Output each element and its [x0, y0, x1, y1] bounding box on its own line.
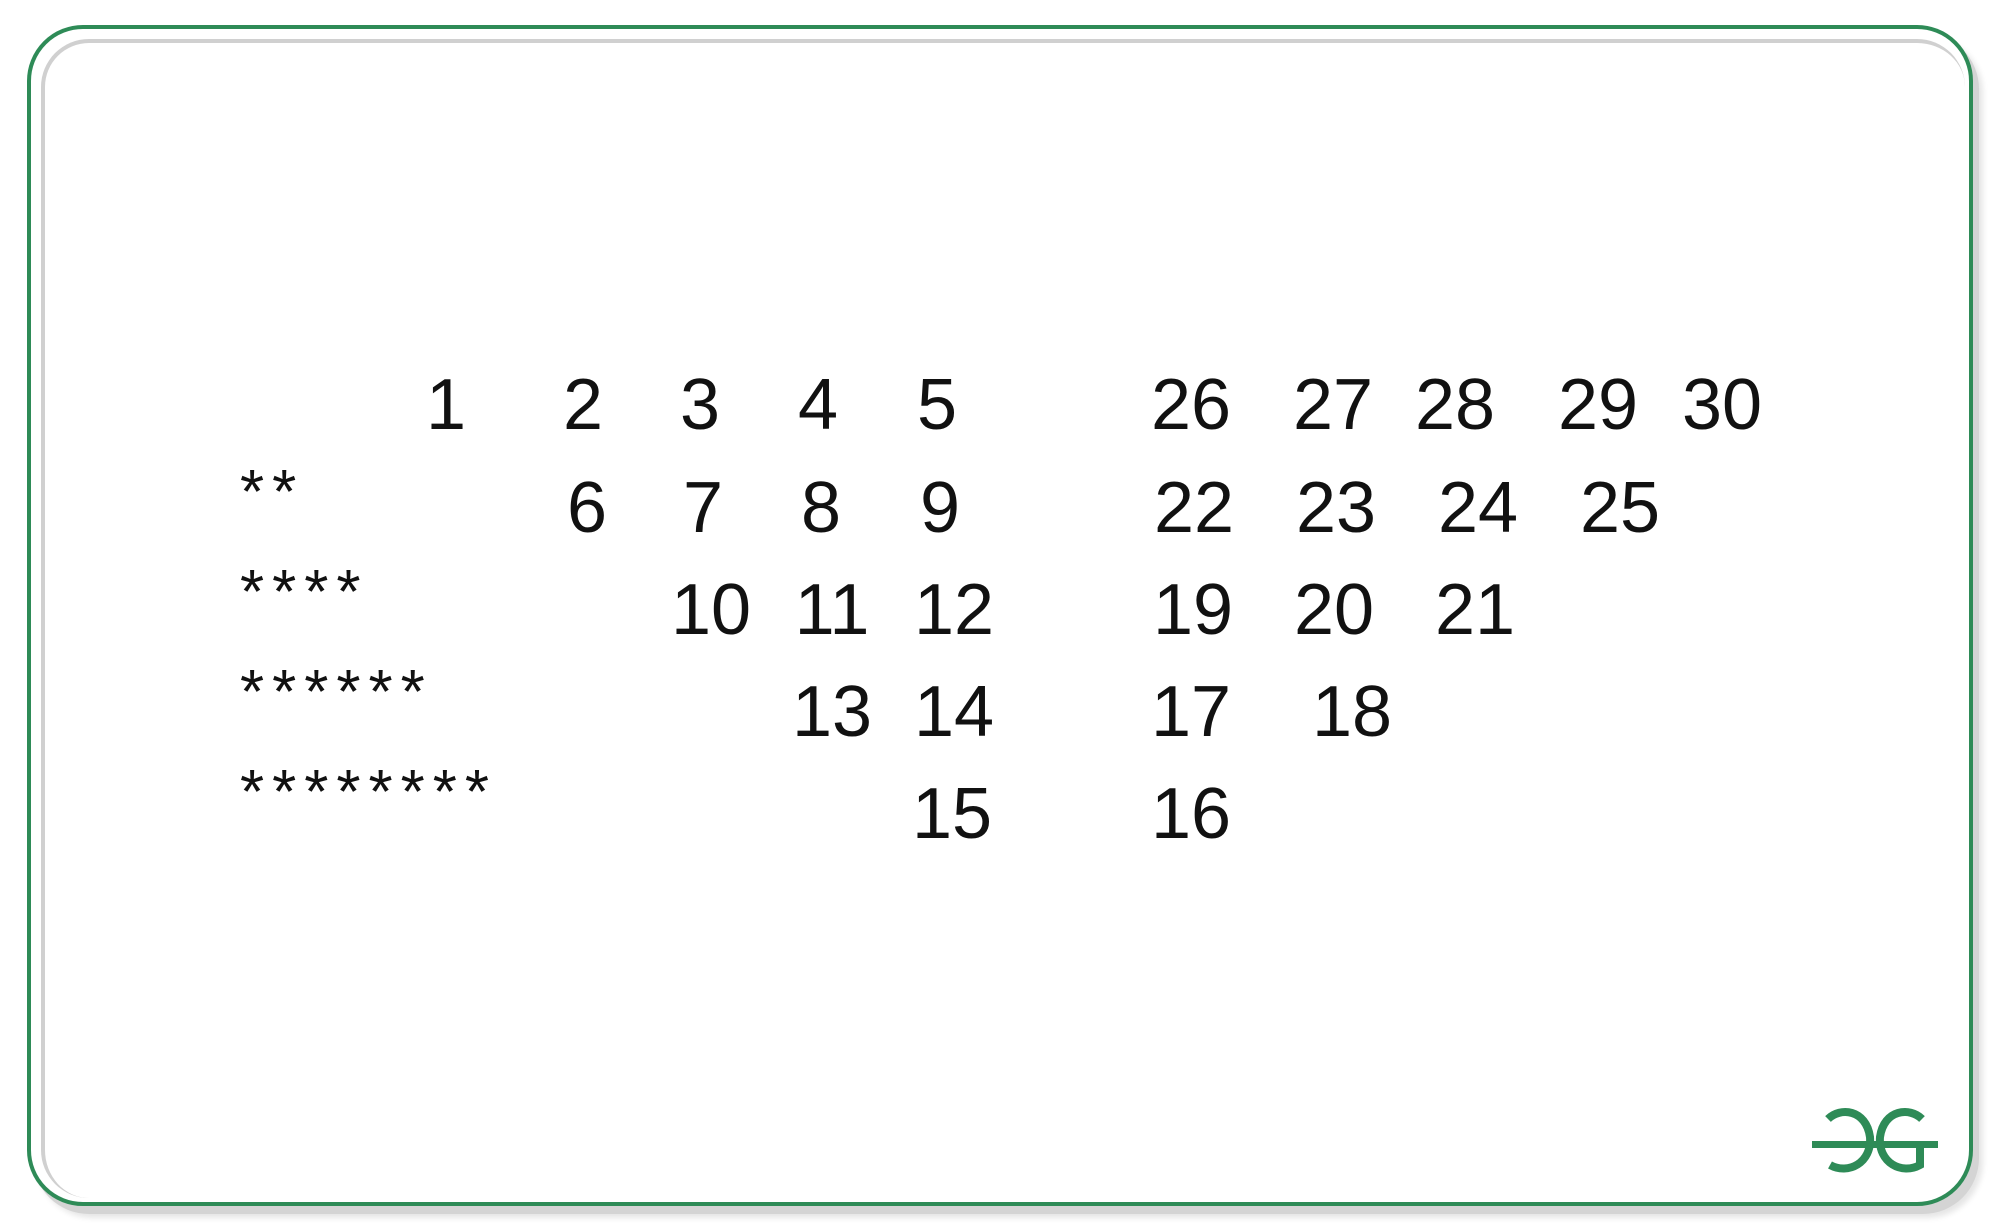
number-cell: 5: [916, 365, 958, 445]
stars-row-2: **: [240, 458, 305, 527]
number-cell: 21: [1434, 570, 1516, 650]
diagram-card: [27, 25, 1973, 1206]
number-cell: 24: [1437, 468, 1519, 548]
number-cell: 13: [791, 672, 873, 752]
number-cell: 10: [670, 570, 752, 650]
number-cell: 25: [1579, 468, 1661, 548]
number-cell: 3: [679, 365, 721, 445]
number-cell: 20: [1293, 570, 1375, 650]
number-cell: 17: [1150, 672, 1232, 752]
number-cell: 1: [425, 365, 467, 445]
number-cell: 4: [797, 365, 839, 445]
number-cell: 7: [682, 468, 724, 548]
number-cell: 11: [794, 570, 870, 650]
number-cell: 27: [1292, 365, 1374, 445]
number-cell: 15: [911, 774, 993, 854]
stars-row-4: ******: [240, 658, 433, 727]
number-cell: 9: [919, 468, 961, 548]
stars-row-5: ********: [240, 758, 498, 827]
number-cell: 29: [1557, 365, 1639, 445]
number-cell: 28: [1414, 365, 1496, 445]
number-cell: 26: [1150, 365, 1232, 445]
number-cell: 19: [1152, 570, 1234, 650]
number-cell: 12: [913, 570, 995, 650]
number-cell: 6: [566, 468, 608, 548]
number-cell: 8: [800, 468, 842, 548]
number-cell: 16: [1150, 774, 1232, 854]
number-cell: 14: [913, 672, 995, 752]
number-cell: 30: [1681, 365, 1763, 445]
number-cell: 23: [1295, 468, 1377, 548]
stars-row-3: ****: [240, 558, 369, 627]
number-cell: 18: [1311, 672, 1393, 752]
number-cell: 22: [1153, 468, 1235, 548]
number-cell: 2: [562, 365, 604, 445]
geeksforgeeks-logo-icon: [1812, 1108, 1938, 1173]
